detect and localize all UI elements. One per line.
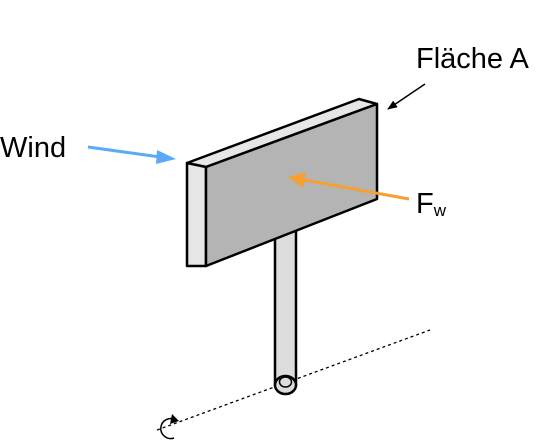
area-pointer-arrow (387, 83, 426, 110)
wind-arrow (87, 145, 176, 164)
board-side-face (185, 161, 208, 268)
force-arrow (288, 172, 410, 201)
wind-label: Wind (0, 132, 66, 164)
force-label-main: F (416, 188, 434, 220)
board (185, 97, 379, 268)
force-label-subscript: w (433, 201, 447, 220)
force-label: Fw (416, 188, 447, 220)
board-front-face (204, 102, 379, 268)
rotation-arrow-icon (160, 414, 179, 440)
area-label: Fläche A (416, 43, 529, 75)
pole (273, 226, 298, 396)
